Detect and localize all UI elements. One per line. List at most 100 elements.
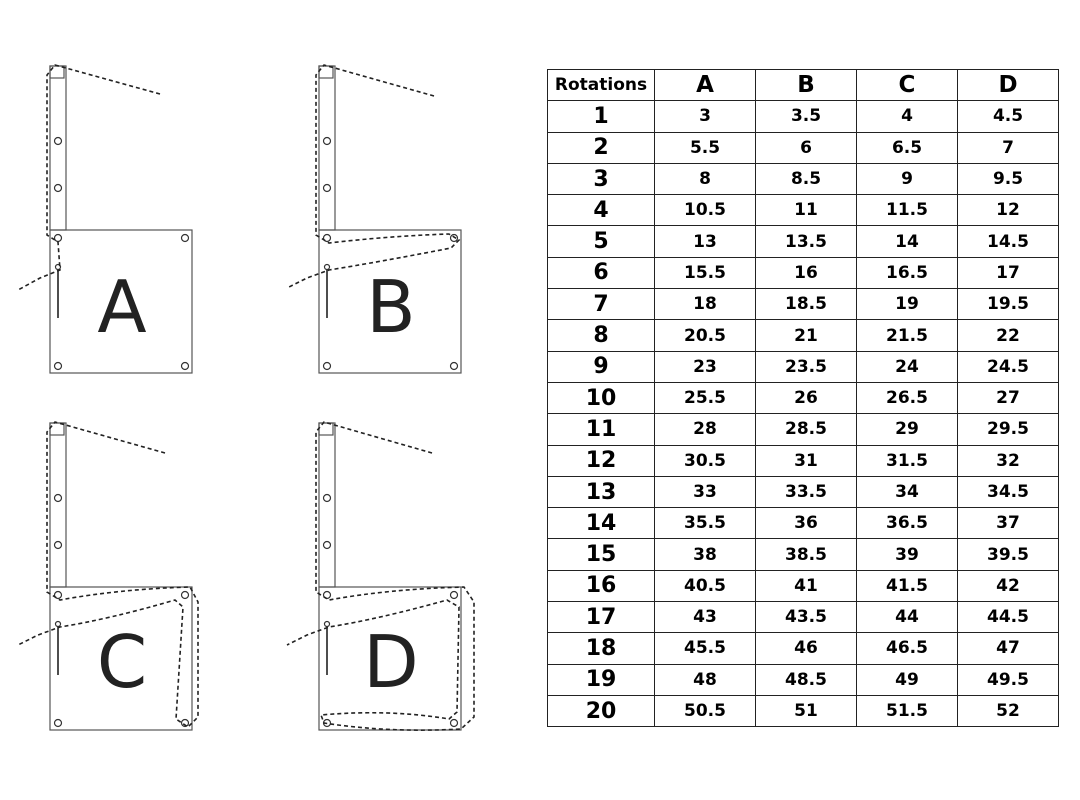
header-rotations: Rotations — [547, 68, 655, 102]
rotation-number: 10 — [547, 381, 655, 415]
table-cell: 18 — [654, 288, 756, 321]
table-cell: 9 — [856, 162, 958, 196]
rotation-number: 18 — [547, 632, 655, 665]
rotation-number: 8 — [547, 319, 655, 352]
table-cell: 41 — [755, 569, 857, 603]
table-cell: 29.5 — [957, 413, 1059, 446]
panel-d-stem — [318, 422, 336, 588]
panel-c-board — [49, 586, 193, 731]
panel-d-board — [318, 586, 462, 731]
rotation-number: 20 — [547, 694, 655, 728]
rotation-number: 3 — [547, 162, 655, 196]
panel-a-hole — [180, 361, 190, 371]
table-cell: 34 — [856, 475, 958, 509]
table-cell: 21 — [755, 319, 857, 352]
table-cell: 28 — [654, 413, 756, 446]
panel-c: C — [17, 421, 199, 731]
panel-a-label: A — [97, 265, 146, 349]
table-cell: 16 — [755, 256, 857, 290]
table-cell: 52 — [957, 694, 1059, 728]
table-cell: 40.5 — [654, 569, 756, 603]
table-cell: 6.5 — [856, 131, 958, 164]
panel-a-board — [49, 229, 193, 374]
panel-d-hole — [322, 493, 332, 503]
rotation-number: 2 — [547, 131, 655, 164]
panel-a-hole — [53, 183, 63, 193]
table-cell: 25.5 — [654, 381, 756, 415]
rotation-number: 1 — [547, 100, 655, 133]
table-cell: 16.5 — [856, 256, 958, 290]
table-cell: 21.5 — [856, 319, 958, 352]
panel-d: D — [286, 421, 475, 731]
table-cell: 20.5 — [654, 319, 756, 352]
panel-a-hole — [53, 136, 63, 146]
rotation-number: 14 — [547, 507, 655, 540]
table-cell: 39 — [856, 538, 958, 571]
panel-b-pin-head — [323, 263, 331, 271]
panel-a-thread — [17, 64, 161, 291]
panel-d-thread — [286, 421, 475, 731]
table-cell: 44.5 — [957, 601, 1059, 634]
table-cell: 43.5 — [755, 601, 857, 634]
panel-d-hole — [449, 590, 459, 600]
panel-d-top-square — [318, 422, 334, 436]
panel-b-thread — [286, 64, 461, 289]
table-cell: 15.5 — [654, 256, 756, 290]
table-cell: 7 — [957, 131, 1059, 164]
panel-c-hole — [53, 493, 63, 503]
table-cell: 33.5 — [755, 475, 857, 509]
table-cell: 24 — [856, 350, 958, 383]
table-cell: 9.5 — [957, 162, 1059, 196]
table-cell: 18.5 — [755, 288, 857, 321]
table-cell: 44 — [856, 601, 958, 634]
table-cell: 14 — [856, 225, 958, 258]
table-cell: 46 — [755, 632, 857, 665]
table-header-row: Rotations A B C D — [547, 68, 1059, 102]
panel-a-hole — [53, 233, 63, 243]
panel-c-hole — [53, 590, 63, 600]
table-cell: 31.5 — [856, 444, 958, 477]
rotation-number: 16 — [547, 569, 655, 603]
table-cell: 32 — [957, 444, 1059, 477]
table-cell: 34.5 — [957, 475, 1059, 509]
table-cell: 6 — [755, 131, 857, 164]
table-cell: 33 — [654, 475, 756, 509]
panel-c-hole — [53, 718, 63, 728]
table-cell: 17 — [957, 256, 1059, 290]
table-cell: 38.5 — [755, 538, 857, 571]
table-cell: 10.5 — [654, 194, 756, 227]
rotation-number: 19 — [547, 663, 655, 696]
panel-b-stem — [318, 65, 336, 231]
panel-a: A — [17, 64, 193, 374]
panel-c-stem — [49, 422, 67, 588]
header-c: C — [856, 68, 958, 102]
rotation-number: 9 — [547, 350, 655, 383]
table-cell: 42 — [957, 569, 1059, 603]
panel-a-hole — [180, 233, 190, 243]
panel-b: B — [286, 64, 462, 374]
table-cell: 11 — [755, 194, 857, 227]
table-cell: 46.5 — [856, 632, 958, 665]
table-cell: 8.5 — [755, 162, 857, 196]
table-cell: 35.5 — [654, 507, 756, 540]
rotation-number: 12 — [547, 444, 655, 477]
panel-b-hole — [322, 136, 332, 146]
table-cell: 3 — [654, 100, 756, 133]
table-cell: 14.5 — [957, 225, 1059, 258]
table-cell: 28.5 — [755, 413, 857, 446]
rotation-number: 15 — [547, 538, 655, 571]
panel-d-hole — [449, 718, 459, 728]
